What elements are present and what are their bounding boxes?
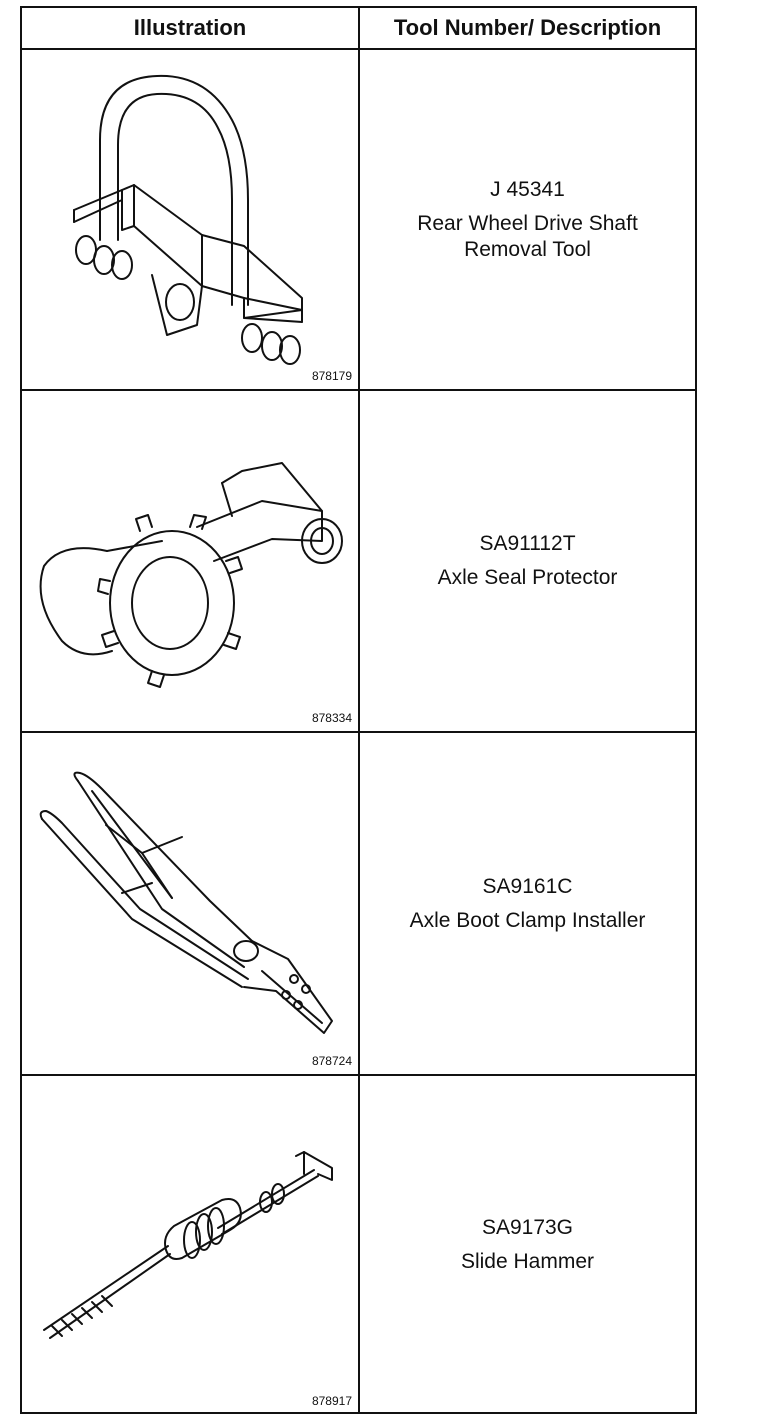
- figure-id: 878917: [311, 1394, 352, 1408]
- row-divider: [22, 389, 695, 391]
- tool-description-cell: J 45341 Rear Wheel Drive Shaft Removal T…: [360, 50, 695, 389]
- tool-description: Removal Tool: [464, 237, 591, 261]
- figure-id: 878724: [311, 1054, 352, 1068]
- tool-number: J 45341: [490, 177, 565, 201]
- illustration-axle-boot-clamp-installer: 878724: [22, 733, 358, 1074]
- figure-id: 878179: [311, 369, 352, 383]
- row-divider: [22, 1074, 695, 1076]
- figure-id: 878334: [311, 711, 352, 725]
- row-divider: [22, 48, 695, 50]
- illustration-drive-shaft-removal-tool: 878179: [22, 50, 358, 389]
- tool-number: SA9173G: [481, 1216, 574, 1239]
- tool-description: Slide Hammer: [460, 1250, 595, 1273]
- column-divider: [358, 8, 360, 1412]
- row-divider: [22, 731, 695, 733]
- illustration-slide-hammer: 878917: [22, 1076, 358, 1414]
- tool-number: SA9161C: [482, 874, 573, 898]
- tool-description-cell: SA9173G Slide Hammer: [360, 1076, 695, 1414]
- header-illustration: Illustration: [133, 15, 247, 40]
- tool-table: Illustration Tool Number/ Description 87…: [20, 6, 697, 1414]
- tool-description: Axle Seal Protector: [437, 566, 618, 589]
- tool-description-cell: SA9161C Axle Boot Clamp Installer: [360, 733, 695, 1074]
- tool-number: SA91112T: [479, 532, 576, 555]
- tool-description: Axle Boot Clamp Installer: [409, 908, 646, 932]
- illustration-axle-seal-protector: 878334: [22, 391, 358, 731]
- tool-description-cell: SA91112T Axle Seal Protector: [360, 391, 695, 731]
- header-tool-description: Tool Number/ Description: [393, 15, 662, 40]
- tool-description: Rear Wheel Drive Shaft: [417, 211, 638, 235]
